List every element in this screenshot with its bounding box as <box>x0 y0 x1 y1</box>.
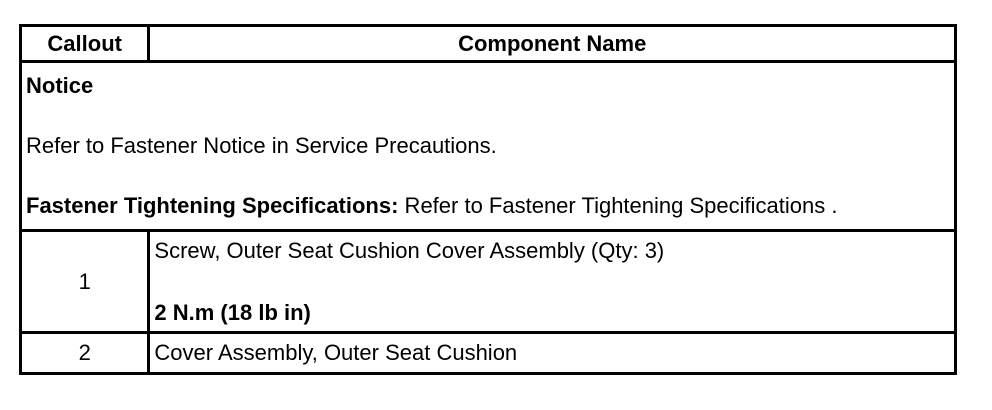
callout-number: 2 <box>18 331 151 375</box>
component-name-header: Component Name <box>147 24 957 63</box>
notice-row: Notice Refer to Fastener Notice in Servi… <box>19 60 957 232</box>
component-description: Screw, Outer Seat Cushion Cover Assembly… <box>154 237 665 263</box>
torque-spec: 2 N.m (18 lb in) <box>154 299 311 325</box>
fastener-spec-text: Refer to Fastener Tightening Specificati… <box>398 193 838 218</box>
callout-header: Callout <box>18 24 151 63</box>
fastener-spec-line: Fastener Tightening Specifications: Refe… <box>26 193 950 219</box>
table-row: 2 Cover Assembly, Outer Seat Cushion <box>18 331 957 375</box>
notice-heading: Notice <box>26 73 94 98</box>
component-name-cell: Screw, Outer Seat Cushion Cover Assembly… <box>147 229 957 334</box>
notice-cell: Notice Refer to Fastener Notice in Servi… <box>19 60 957 232</box>
notice-text: Refer to Fastener Notice in Service Prec… <box>26 133 497 158</box>
component-table: Callout Component Name Notice Refer to F… <box>18 24 957 375</box>
header-row: Callout Component Name <box>18 24 957 63</box>
component-description: Cover Assembly, Outer Seat Cushion <box>147 331 957 375</box>
callout-number: 1 <box>18 229 151 334</box>
table-row: 1 Screw, Outer Seat Cushion Cover Assemb… <box>18 229 957 334</box>
fastener-spec-label: Fastener Tightening Specifications: <box>26 193 399 218</box>
